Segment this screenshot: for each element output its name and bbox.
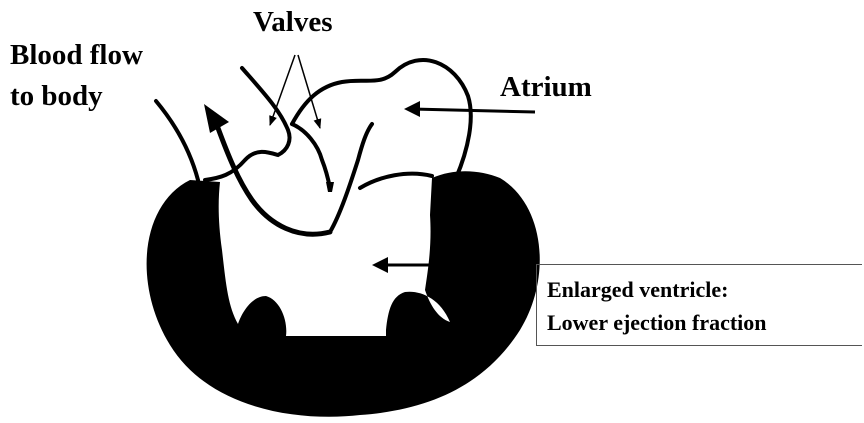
atrium-floor <box>360 174 432 188</box>
ventricle-pointer-head <box>372 257 388 273</box>
aorta-wall-left <box>156 101 198 180</box>
atrium-label: Atrium <box>500 73 592 102</box>
septum-line <box>330 124 372 232</box>
blood-flow-label-line2: to body <box>10 82 103 111</box>
atrium-outline <box>292 60 471 178</box>
valves-pointer-1 <box>270 55 295 125</box>
valves-label: Valves <box>253 8 333 37</box>
arrow-left-icon <box>412 109 535 112</box>
blood-flow-label-line1: Blood flow <box>10 41 143 70</box>
valve-leaflet-tip <box>326 182 334 192</box>
ventricle-label-line1: Enlarged ventricle: <box>547 279 728 301</box>
valve-leaflet <box>292 124 330 188</box>
arrow-up-left-icon-head <box>204 104 229 133</box>
atrium-pointer-head <box>404 101 420 117</box>
ventricle-label-line2: Lower ejection fraction <box>547 312 767 334</box>
